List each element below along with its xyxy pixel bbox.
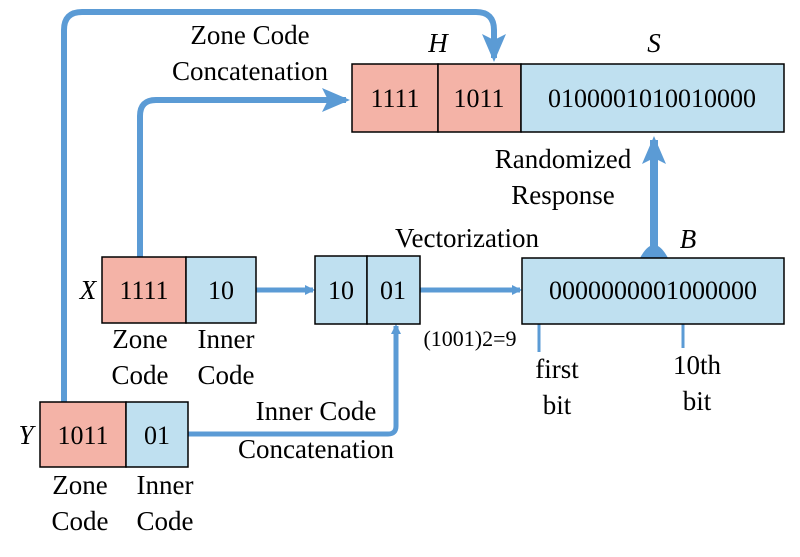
x-zone-cell — [101, 256, 187, 324]
h-zone1-cell — [351, 63, 439, 133]
h-zone2-value: 1011 — [453, 84, 504, 113]
tenth-bit-line1: 10th — [673, 350, 722, 380]
y-zone-label-line2: Code — [52, 506, 109, 536]
x-inner-value: 10 — [208, 276, 234, 305]
inner-code-concatenation-line1: Inner Code — [256, 396, 377, 426]
b-label: B — [680, 224, 697, 254]
zone-code-concatenation-line2: Concatenation — [172, 56, 328, 86]
y-zone-cell — [39, 401, 127, 468]
x-inner-label-line2: Code — [198, 360, 255, 390]
x-inner-cell — [185, 256, 257, 324]
tenth-bit-line2: bit — [683, 386, 712, 416]
y-inner-label-line2: Code — [137, 506, 194, 536]
vector-part1-value: 10 — [328, 276, 354, 305]
x-zone-label-line1: Zone — [112, 324, 167, 354]
s-value: 0100001010010000 — [548, 84, 756, 113]
vector-part1-cell — [314, 255, 368, 325]
inner-code-concatenation-line2: Concatenation — [238, 434, 394, 464]
y-inner-cell — [125, 401, 189, 468]
first-bit-line2: bit — [543, 390, 572, 420]
b-cell — [521, 257, 785, 325]
x-label: X — [79, 275, 98, 305]
binary-conversion-label: (1001)2=9 — [423, 326, 516, 351]
arrow-b-hump — [640, 245, 668, 258]
arrow-y-inner-to-vector — [188, 324, 401, 437]
y-inner-value: 01 — [144, 421, 170, 450]
zone-code-concatenation-line1: Zone Code — [190, 20, 309, 50]
x-zone-value: 1111 — [119, 276, 168, 305]
randomized-response-line2: Response — [511, 180, 615, 210]
arrow-y-zone-to-h — [61, 9, 506, 402]
h-zone2-cell — [437, 63, 522, 133]
arrow-x-zone-to-h — [137, 88, 350, 257]
x-zone-label-line2: Code — [112, 360, 169, 390]
y-zone-value: 1011 — [57, 421, 108, 450]
randomized-response-line1: Randomized — [495, 144, 632, 174]
y-inner-label-line1: Inner — [137, 470, 194, 500]
vector-part2-cell — [366, 255, 421, 325]
y-zone-label-line1: Zone — [52, 470, 107, 500]
x-inner-label-line1: Inner — [198, 324, 255, 354]
vector-part2-value: 01 — [380, 276, 406, 305]
first-bit-line1: first — [535, 354, 579, 384]
s-label: S — [647, 28, 661, 58]
h-zone1-value: 1111 — [370, 84, 419, 113]
y-label: Y — [18, 420, 36, 450]
h-label: H — [427, 28, 449, 58]
b-value: 0000000001000000 — [549, 276, 757, 305]
s-cell — [520, 63, 785, 133]
vectorization-label: Vectorization — [395, 223, 539, 253]
